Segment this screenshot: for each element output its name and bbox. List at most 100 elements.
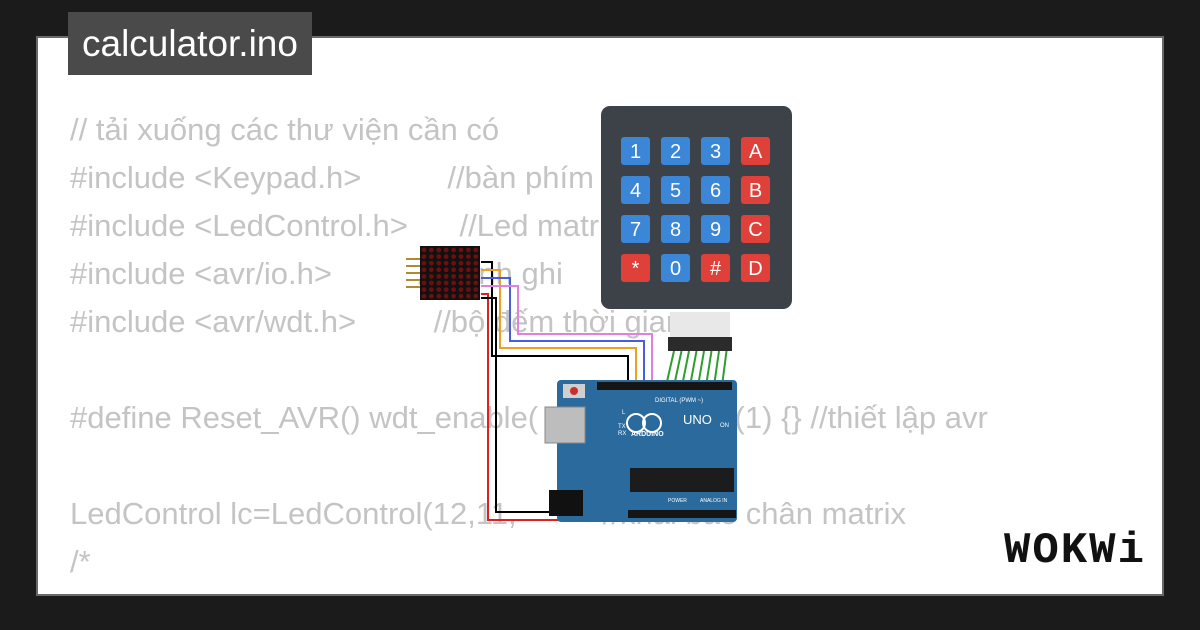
keypad-key-label: 1 — [630, 141, 641, 163]
led-dot — [436, 254, 442, 259]
led-dot — [451, 287, 456, 292]
keypad-key-face — [741, 176, 770, 204]
analog-label: ANALOG IN — [700, 498, 728, 504]
keypad-key-label: 0 — [670, 258, 681, 280]
keypad-key-label: # — [710, 258, 722, 280]
keypad-key[interactable]: 7 — [621, 215, 650, 243]
led-dot — [451, 267, 456, 273]
usb-port — [544, 406, 586, 444]
arduino-logo-left — [626, 413, 646, 433]
led-dot — [451, 254, 456, 259]
led-dot — [466, 280, 471, 286]
keypad-connector — [668, 337, 732, 351]
led-dot — [473, 274, 479, 279]
led-dot — [451, 293, 456, 299]
power-label: POWER — [668, 498, 687, 504]
keypad-key-label: 7 — [630, 219, 641, 241]
led-matrix-pins — [406, 258, 420, 288]
keypad-key-face — [701, 254, 730, 282]
led-dot — [443, 254, 449, 259]
led-dot — [451, 247, 456, 253]
tx-label: TX — [618, 424, 626, 430]
led-dot — [458, 267, 464, 273]
keypad-key[interactable]: D — [741, 254, 770, 282]
led-dot — [436, 287, 442, 292]
led-dot — [429, 260, 434, 266]
arduino-uno[interactable]: DIGITAL (PWM ~) UNO ARDUINO ON TX RX L P… — [544, 380, 737, 522]
keypad-key-face — [741, 254, 770, 282]
led-matrix-dots — [421, 247, 479, 299]
led-dot — [473, 260, 479, 266]
keypad-key[interactable]: 8 — [661, 215, 690, 243]
keypad-key[interactable]: * — [621, 254, 650, 282]
reset-button[interactable] — [570, 387, 578, 395]
led-dot — [421, 260, 427, 266]
led-dot — [443, 247, 449, 253]
digital-label: DIGITAL (PWM ~) — [655, 398, 703, 404]
wire-blue — [481, 277, 645, 386]
led-dot — [473, 267, 479, 273]
keypad-key[interactable]: B — [741, 176, 770, 204]
led-dot — [458, 287, 464, 292]
keypad-key[interactable]: 4 — [621, 176, 650, 204]
led-dot — [429, 274, 434, 279]
project-title: calculator.ino — [68, 12, 312, 75]
keypad-key-face — [701, 215, 730, 243]
led-dot — [473, 280, 479, 286]
led-dot — [466, 287, 471, 292]
digital-header — [597, 382, 732, 390]
keypad-key[interactable]: 6 — [701, 176, 730, 204]
led-dot — [458, 280, 464, 286]
rx-label: RX — [618, 431, 626, 437]
wire-pink — [481, 285, 653, 386]
keypad-key-face — [621, 215, 650, 243]
led-dot — [466, 293, 471, 299]
led-dot — [421, 293, 427, 299]
led-dot — [429, 267, 434, 273]
keypad-key-face — [621, 137, 650, 165]
power-analog-header — [628, 510, 736, 518]
led-dot — [421, 247, 427, 253]
keypad-key[interactable]: C — [741, 215, 770, 243]
led-dot — [458, 274, 464, 279]
keypad-key-label: * — [632, 258, 640, 280]
l-led-label: L — [622, 410, 626, 416]
led-dot — [443, 287, 449, 292]
keypad-key-face — [661, 137, 690, 165]
led-matrix[interactable] — [406, 246, 480, 300]
keypad-key-face — [741, 137, 770, 165]
keypad-key[interactable]: 2 — [661, 137, 690, 165]
arduino-logo-right — [642, 413, 662, 433]
led-dot — [458, 254, 464, 259]
keypad-key[interactable]: 3 — [701, 137, 730, 165]
power-jack — [549, 490, 583, 516]
keypad-key[interactable]: 0 — [661, 254, 690, 282]
keypad-key-label: 5 — [670, 180, 681, 202]
keypad-key-label: 6 — [710, 180, 721, 202]
keypad-key-label: C — [748, 219, 762, 241]
led-dot — [436, 247, 442, 253]
keypad-key-face — [621, 176, 650, 204]
led-dot — [473, 254, 479, 259]
led-dot — [451, 274, 456, 279]
keypad-key[interactable]: # — [701, 254, 730, 282]
keypad-key[interactable]: A — [741, 137, 770, 165]
keypad-key-label: 3 — [710, 141, 721, 163]
keypad-key-label: 9 — [710, 219, 721, 241]
keypad-key[interactable]: 9 — [701, 215, 730, 243]
keypad-key[interactable]: 1 — [621, 137, 650, 165]
keypad-key-face — [701, 176, 730, 204]
led-dot — [466, 247, 471, 253]
code-line: // tải xuống các thư viện cần có — [70, 112, 500, 147]
led-dot — [421, 287, 427, 292]
microcontroller-chip — [630, 468, 734, 492]
keypad-key-label: B — [749, 180, 762, 202]
code-line: #include <Keypad.h> //bàn phím — [70, 160, 594, 195]
led-dot — [443, 280, 449, 286]
led-dot — [429, 293, 434, 299]
keypad-key-label: 8 — [670, 219, 681, 241]
code-line: /* — [70, 544, 91, 579]
keypad-key[interactable]: 5 — [661, 176, 690, 204]
